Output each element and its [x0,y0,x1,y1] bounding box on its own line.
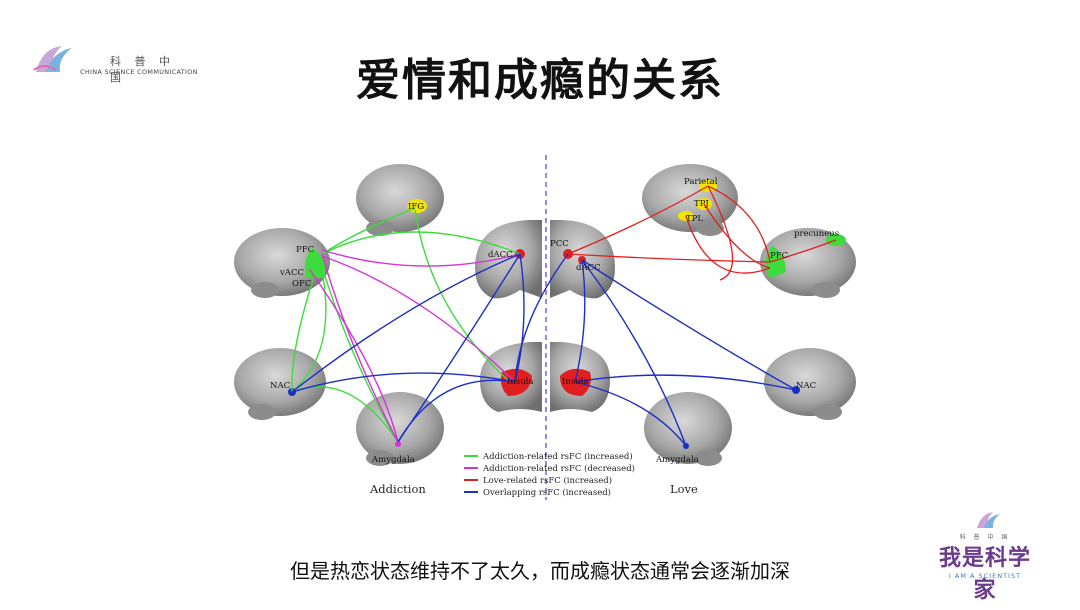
brain-amygdala-right [644,392,732,466]
legend-label-blue: Overlapping rsFC (increased) [483,487,611,498]
connections-red [567,185,837,281]
page-title: 爱情和成瘾的关系 [356,55,724,106]
china-science-logo: 科 普 中 国 CHINA SCIENCE COMMUNICATION [28,40,198,84]
brain-insula-right [550,342,610,412]
legend-label-magenta: Addiction-related rsFC (decreased) [482,463,635,474]
label-dacc-right: dACC [576,263,601,273]
brain-dacc-right [550,220,615,299]
label-nac-left: NAC [270,381,290,391]
label-ofc: OFC [292,279,311,289]
label-amygdala-right: Amygdala [655,455,699,465]
figure-legend: Addiction-related rsFC (increased) Addic… [464,451,635,498]
brain-nac-right [764,348,856,420]
brain-parietal [642,164,738,236]
label-ifg: IFG [408,202,424,212]
group-label-love: Love [670,482,698,496]
figure-canvas: IFG PFC vACC OFC dACC PCC dACC Parietal … [234,155,856,500]
label-nac-right: NAC [796,381,816,391]
label-insula-left: Insula [507,377,533,387]
brain-pfc-left [234,228,330,298]
logo-chinese-text: 科 普 中 国 [110,55,175,84]
label-parietal: Parietal [684,177,718,187]
brain-ifg [356,164,444,236]
connections-blue [291,253,797,447]
label-pfc-right: PFC [770,251,788,261]
label-amygdala-left: Amygdala [371,455,415,465]
label-vacc: vACC [279,268,304,278]
label-tpl: TPL [686,214,703,224]
label-pfc-left: PFC [296,245,314,255]
logo-english-text: CHINA SCIENCE COMMUNICATION [80,68,198,76]
brain-connectivity-figure: IFG PFC vACC OFC dACC PCC dACC Parietal … [230,150,870,510]
group-label-addiction: Addiction [369,482,426,496]
legend-label-red: Love-related rsFC (increased) [483,475,612,486]
label-dacc-left: dACC [488,250,513,260]
label-tpj: TPJ [694,199,709,209]
connections-green [291,207,521,443]
label-precuneus: precuneus [794,229,839,239]
brain-pfc-right [760,228,856,298]
logo-mark-icon [33,46,72,72]
brand-mark-icon [977,512,1000,528]
legend-label-green: Addiction-related rsFC (increased) [482,451,633,462]
i-am-a-scientist-logo: 科 普 中 国 我是科学家 I AM A SCIENTIST [930,510,1060,603]
connections-magenta [309,249,521,443]
caption-text: 但是热恋状态维持不了太久，而成瘾状态通常会逐渐加深 [290,559,790,583]
brand-english-text: I AM A SCIENTIST [948,572,1022,580]
brand-small-text: 科 普 中 国 [959,534,1011,541]
brand-title-text: 我是科学家 [938,545,1031,603]
label-insula-right: Insula [562,377,588,387]
label-pcc: PCC [550,239,569,249]
